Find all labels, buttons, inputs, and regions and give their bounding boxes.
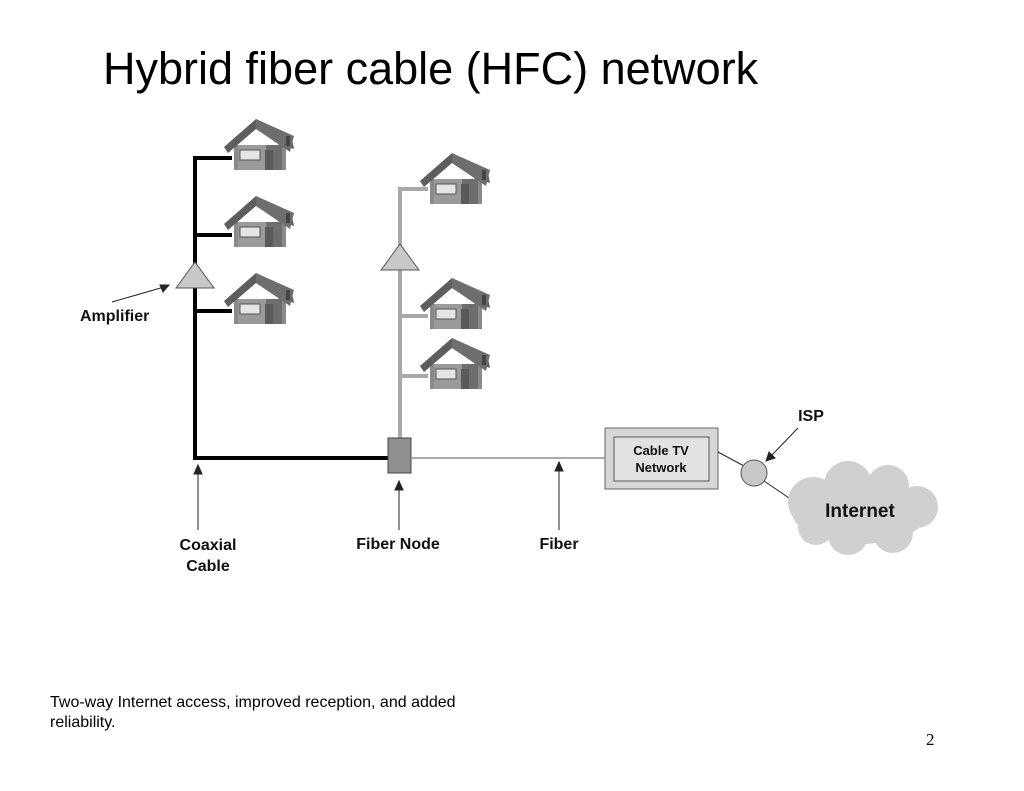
coaxial-cable-lines bbox=[193, 156, 392, 460]
coaxial-cable-label-line2: Cable bbox=[186, 558, 230, 575]
slide-caption: Two-way Internet access, improved recept… bbox=[50, 694, 456, 731]
house-icon bbox=[223, 195, 295, 248]
cable-tv-label-line1: Cable TV bbox=[633, 443, 689, 458]
cable-tv-label-line2: Network bbox=[635, 460, 687, 475]
drop-lines bbox=[398, 187, 428, 440]
house-icon bbox=[419, 152, 491, 205]
label-arrows bbox=[111, 284, 799, 530]
amplifier-left bbox=[175, 261, 215, 289]
slide-title: Hybrid fiber cable (HFC) network bbox=[103, 43, 759, 94]
fiber-label: Fiber bbox=[539, 536, 578, 553]
fiber-node-label: Fiber Node bbox=[356, 536, 440, 553]
house-icon bbox=[419, 337, 491, 390]
internet-label: Internet bbox=[825, 501, 895, 522]
isp-label: ISP bbox=[798, 408, 824, 425]
fiber-node bbox=[387, 437, 412, 474]
house-icon bbox=[419, 277, 491, 330]
connector-line bbox=[717, 451, 745, 467]
coaxial-cable-label-line1: Coaxial bbox=[180, 537, 237, 554]
internet-cloud: Internet bbox=[788, 461, 938, 555]
amplifier-label: Amplifier bbox=[80, 308, 149, 325]
isp-node bbox=[740, 459, 768, 487]
page-number: 2 bbox=[926, 730, 935, 749]
house-icon bbox=[223, 118, 295, 171]
connector-line bbox=[763, 480, 793, 501]
cable-tv-network-box: Cable TV Network bbox=[604, 427, 719, 490]
house-icon bbox=[223, 272, 295, 325]
amplifier-right bbox=[380, 243, 420, 271]
